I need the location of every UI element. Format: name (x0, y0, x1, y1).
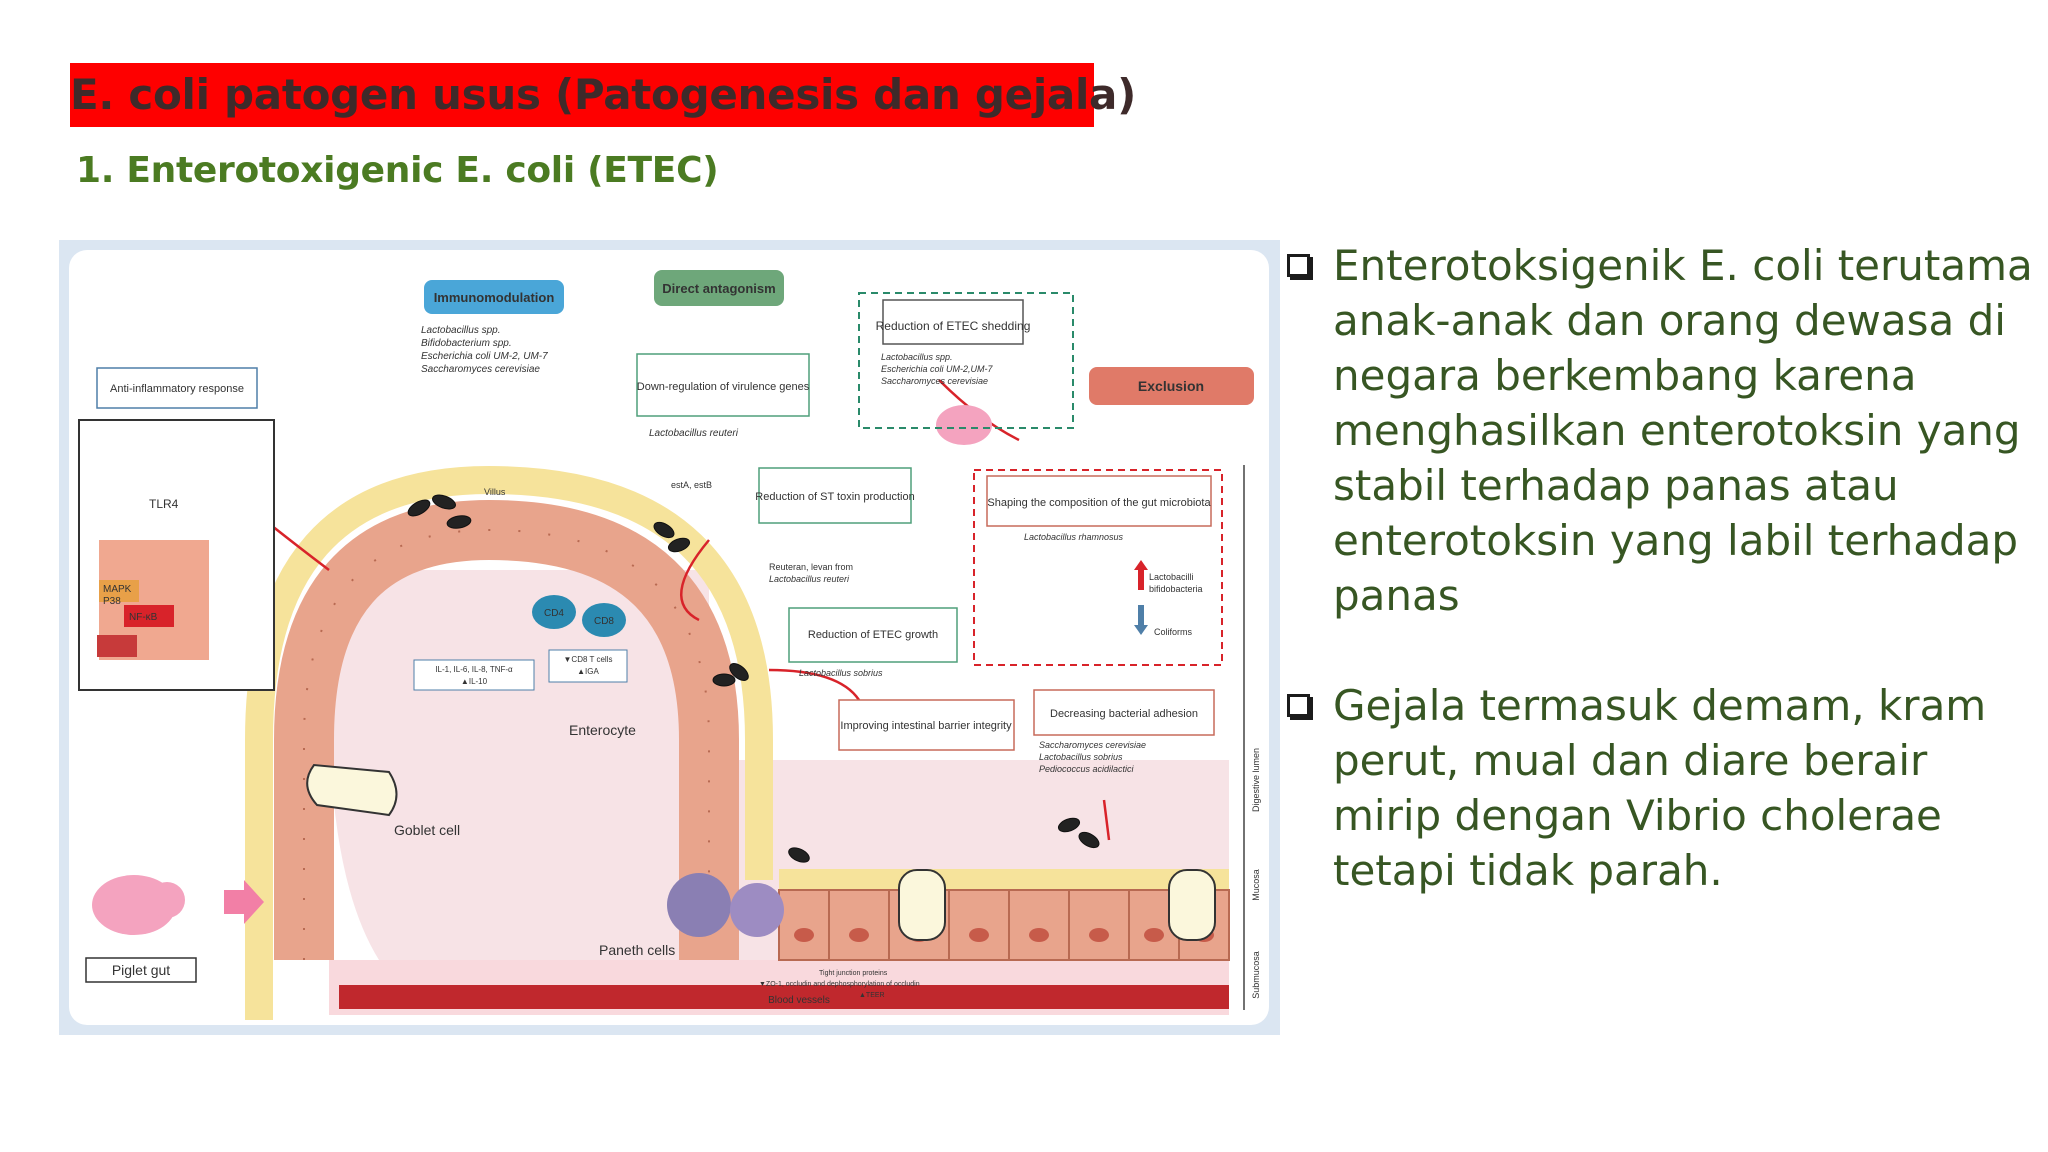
cd-cells-box (548, 649, 628, 683)
checkbox-bullet-icon (1287, 694, 1310, 717)
growth-species: Lactobacillus sobrius (799, 668, 883, 678)
arrow-up-icon (1134, 560, 1148, 590)
shaping-species: Lactobacillus rhamnosus (1024, 532, 1124, 542)
barrier-label: Improving intestinal barrier integrity (840, 720, 1012, 732)
cd-cells-label-1: ▼CD8 T cells (564, 655, 613, 664)
shedding-species-3: Saccharomyces cerevisiae (881, 376, 988, 386)
enterocyte-label: Enterocyte (569, 722, 636, 738)
barrier-box (838, 699, 1015, 751)
st-species-1: Reuteran, levan from (769, 562, 853, 572)
slide-title: E. coli patogen usus (Patogenesis dan ge… (70, 70, 1136, 119)
tlr4-label: TLR4 (149, 497, 179, 511)
checkbox-bullet-icon (1287, 254, 1310, 277)
bullet-item-1: Enterotoksigenik E. coli terutama anak-a… (1283, 238, 2043, 623)
immuno-species-4: Saccharomyces cerevisiae (421, 364, 540, 375)
st-species-2: Lactobacillus reuteri (769, 574, 850, 584)
cell-borders (303, 528, 710, 960)
st-reduction-box (758, 467, 912, 524)
tight-junction-label-1: Tight junction proteins (819, 970, 888, 977)
cd4-cell (532, 595, 576, 629)
shedding-box (882, 299, 1024, 345)
paneth-cell-1 (667, 873, 731, 937)
cd4-label: CD4 (544, 608, 564, 619)
down-regulation-label: Down-regulation of virulence genes (637, 381, 810, 393)
p65-box (97, 635, 137, 657)
shaping-label: Shaping the composition of the gut micro… (987, 497, 1211, 509)
blood-vessel-label: Blood vessels (768, 995, 830, 1006)
anti-inflammatory-box (96, 367, 258, 409)
tight-junction-label-3: ▲TEER (859, 992, 885, 999)
cd8-cell (582, 603, 626, 637)
goblet-label: Goblet cell (394, 822, 460, 838)
st-reduction-label: Reduction of ST toxin production (755, 491, 914, 503)
cytokine-box (413, 659, 535, 691)
etec-pathogenesis-figure: Blood vessels CD4 CD8 (59, 240, 1280, 1035)
immuno-species-1: Lactobacillus spp. (421, 325, 501, 336)
shedding-label: Reduction of ETEC shedding (876, 319, 1031, 333)
immunomodulation-badge (424, 280, 564, 314)
anti-inflammatory-label: Anti-inflammatory response (110, 383, 244, 395)
cytokine-label-1: IL-1, IL-6, IL-8, TNF-α (435, 665, 513, 674)
direct-antagonism-label: Direct antagonism (662, 281, 775, 296)
shedding-species-2: Escherichia coli UM-2,UM-7 (881, 364, 994, 374)
adhesion-species-3: Pediococcus acidilactici (1039, 764, 1135, 774)
cd-cells-label-2: ▲IGA (577, 667, 599, 676)
immuno-species-3: Escherichia coli UM-2, UM-7 (421, 351, 548, 362)
bullet-item-2: Gejala termasuk demam, kram perut, mual … (1283, 678, 2043, 898)
digestive-lumen-label: Digestive lumen (1251, 748, 1261, 812)
mucus-layer (245, 465, 773, 1020)
coliforms-label: Coliforms (1154, 627, 1193, 637)
adhesion-box (1033, 689, 1215, 736)
piglet-gut-label: Piglet gut (112, 962, 170, 978)
shedding-species-1: Lactobacillus spp. (881, 352, 953, 362)
blood-vessel (339, 985, 1229, 1009)
title-highlight (70, 63, 1094, 127)
slide-subtitle: 1. Enterotoxigenic E. coli (ETEC) (76, 150, 719, 191)
mapk-box (99, 580, 139, 602)
paneth-cell-2 (730, 883, 784, 937)
exclusion-badge (1089, 367, 1254, 405)
immunomodulation-label: Immunomodulation (434, 290, 555, 305)
piglet-gut-box (85, 957, 197, 983)
goblet-cell-flat-2 (1168, 869, 1216, 941)
arrow-down-icon (1134, 605, 1148, 635)
nfkb-label: NF-κB (129, 612, 158, 623)
goblet-cell-shape (306, 763, 398, 817)
arrow-right-icon (224, 880, 264, 924)
p38-label: P38 (103, 596, 121, 607)
villus-label: Villus (484, 487, 506, 497)
piglet-head-icon (149, 882, 185, 918)
cd8-label: CD8 (594, 616, 614, 627)
growth-reduction-label: Reduction of ETEC growth (808, 629, 938, 641)
bifidobacteria-label: bifidobacteria (1149, 584, 1203, 594)
bullet-text-2: Gejala termasuk demam, kram perut, mual … (1333, 681, 1987, 895)
immuno-species-2: Bifidobacterium spp. (421, 338, 512, 349)
mapk-label: MAPK (103, 584, 132, 595)
adhesion-species-2: Lactobacillus sobrius (1039, 752, 1123, 762)
flat-epithelium (778, 889, 1230, 961)
mucosa-label: Mucosa (1251, 869, 1261, 901)
piglet-shedding-icon (936, 405, 992, 445)
shedding-dashed-box (858, 292, 1074, 429)
adhesion-species-1: Saccharomyces cerevisiae (1039, 740, 1146, 750)
submucosa-label: Submucosa (1251, 951, 1261, 999)
bullet-list: Enterotoksigenik E. coli terutama anak-a… (1283, 238, 2043, 953)
goblet-cell-flat-1 (898, 869, 946, 941)
lactobacilli-label: Lactobacilli (1149, 572, 1194, 582)
down-species: Lactobacillus reuteri (649, 428, 739, 439)
tight-junction-label-2: ▼ZO-1, occludin and dephosphorylation of… (759, 981, 920, 988)
exclusion-label: Exclusion (1138, 378, 1204, 394)
cytokine-label-2: ▲IL-10 (461, 677, 488, 686)
down-regulation-box (636, 353, 810, 417)
esta-label: estA, estB (671, 480, 712, 490)
growth-reduction-box (788, 607, 958, 663)
shaping-box (986, 475, 1212, 527)
microbiota-dashed-box (973, 469, 1223, 666)
direct-antagonism-badge (654, 270, 784, 306)
nfkb-box (124, 605, 174, 627)
bullet-text-1: Enterotoksigenik E. coli terutama anak-a… (1333, 241, 2033, 620)
adhesion-label: Decreasing bacterial adhesion (1050, 708, 1198, 720)
paneth-label: Paneth cells (599, 942, 675, 958)
